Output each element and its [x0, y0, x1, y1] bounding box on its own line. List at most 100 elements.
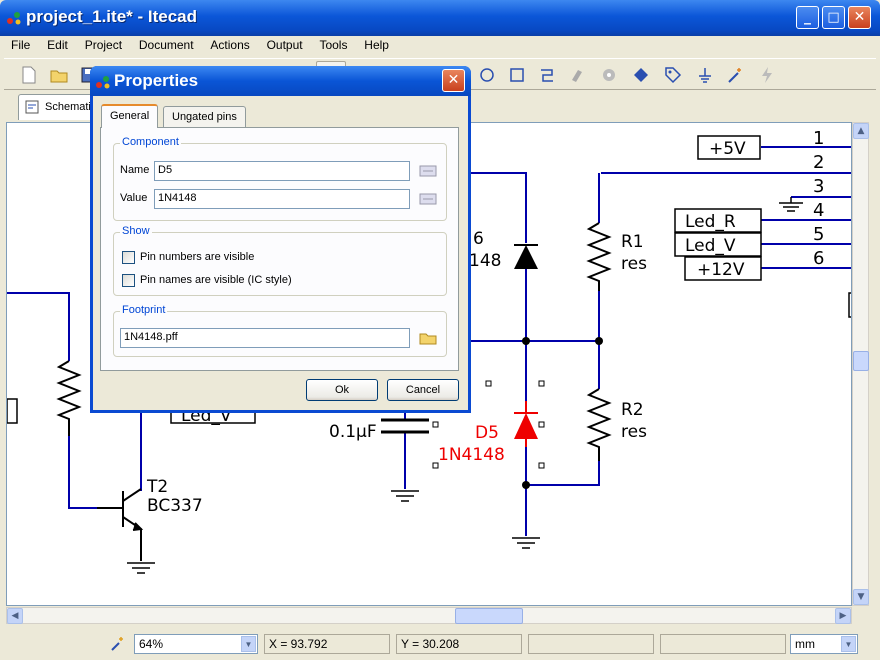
status-field-empty-2 [660, 634, 786, 654]
tab-schematic[interactable]: Schematic [18, 94, 100, 120]
menu-tools[interactable]: Tools [319, 38, 348, 52]
net-label-led-v[interactable]: Led_V [685, 236, 736, 256]
dialog-body: General Ungated pins Component Name D5 V… [93, 96, 468, 410]
window-title: project_1.ite* - Itecad [26, 7, 198, 26]
resistor-r1[interactable] [586, 222, 612, 291]
horizontal-scrollbar[interactable]: ◀ ▶ [6, 607, 852, 624]
circle-tool-icon[interactable] [478, 66, 496, 84]
bolt-icon[interactable] [758, 66, 776, 84]
close-button[interactable]: ✕ [848, 6, 871, 29]
folder-icon[interactable] [418, 330, 438, 346]
ground-symbol-t2 [127, 562, 155, 574]
component-group-label: Component [120, 136, 181, 148]
pin-6: 6 [813, 248, 824, 269]
t2-ref: T2 [146, 477, 168, 497]
pin-numbers-checkbox[interactable] [122, 251, 135, 264]
transistor-t2[interactable] [97, 488, 144, 561]
diode-d5-selected[interactable] [514, 401, 538, 447]
maximize-button[interactable]: □ [822, 6, 845, 29]
t2-value: BC337 [147, 496, 203, 516]
menu-output[interactable]: Output [266, 38, 303, 52]
status-bar: 64% ▼ X = 93.792 Y = 30.208 mm ▼ [4, 630, 876, 658]
zoom-value: 64% [139, 637, 164, 651]
pin-names-label[interactable]: Pin names are visible (IC style) [140, 274, 292, 286]
unit-value: mm [795, 637, 815, 651]
y-coordinate: Y = 30.208 [396, 634, 522, 654]
itecad-app-icon [96, 76, 110, 89]
itecad-app-icon [7, 12, 21, 25]
diode-top[interactable] [514, 244, 538, 269]
scroll-left-arrow-icon[interactable]: ◀ [7, 608, 23, 624]
r2-ref: R2 [621, 400, 644, 420]
show-group: Show Pin numbers are visible Pin names a… [113, 225, 447, 296]
scroll-down-arrow-icon[interactable]: ▼ [853, 589, 869, 605]
dialog-close-button[interactable]: ✕ [442, 69, 465, 92]
diode-top-value: 148 [469, 251, 501, 271]
pin-numbers-label[interactable]: Pin numbers are visible [140, 251, 255, 263]
menu-edit[interactable]: Edit [47, 38, 68, 52]
net-label-plus12v[interactable]: +12V [697, 260, 745, 280]
footprint-group: Footprint 1N4148.pff [113, 304, 447, 357]
menu-file[interactable]: File [11, 38, 31, 52]
junctions [522, 337, 603, 489]
unit-select[interactable]: mm ▼ [790, 634, 858, 654]
pin-3: 3 [813, 176, 824, 197]
vertical-scroll-thumb[interactable] [853, 351, 869, 371]
horizontal-scroll-thumb[interactable] [455, 608, 523, 624]
scroll-up-arrow-icon[interactable]: ▲ [853, 123, 869, 139]
ok-button[interactable]: Ok [306, 379, 378, 401]
footprint-field[interactable]: 1N4148.pff [120, 328, 410, 348]
properties-dialog: Properties ✕ General Ungated pins Compon… [90, 66, 471, 413]
d5-ref: D5 [475, 423, 499, 443]
pad-tool-icon[interactable] [600, 66, 618, 84]
vertical-scrollbar[interactable]: ▲ ▼ [852, 122, 869, 606]
value-field[interactable]: 1N4148 [154, 189, 410, 209]
x-coordinate: X = 93.792 [264, 634, 390, 654]
pin-1: 1 [813, 128, 824, 149]
r1-ref: R1 [621, 232, 644, 252]
value-label: Value [120, 192, 148, 204]
tab-schematic-label: Schematic [45, 101, 97, 113]
component-tool-icon[interactable] [632, 66, 650, 84]
ground-symbol-connector [779, 197, 803, 212]
label-tool-icon[interactable] [664, 66, 682, 84]
value-edit-icon[interactable] [418, 191, 438, 207]
cancel-button[interactable]: Cancel [387, 379, 459, 401]
tab-ungated-pins[interactable]: Ungated pins [163, 106, 246, 128]
menu-help[interactable]: Help [364, 38, 389, 52]
wire-tool-icon[interactable] [538, 66, 556, 84]
resistor-left[interactable] [56, 360, 82, 436]
zoom-select[interactable]: 64% ▼ [134, 634, 258, 654]
dialog-title: Properties [114, 71, 199, 90]
title-bar[interactable]: project_1.ite* - Itecad _ □ ✕ [0, 0, 880, 36]
zoom-tool-icon[interactable] [110, 636, 126, 652]
resistor-r2[interactable] [586, 388, 612, 461]
net-label-led-r[interactable]: Led_R [685, 212, 736, 232]
menu-bar: File Edit Project Document Actions Outpu… [4, 36, 876, 56]
net-label-plus5v[interactable]: +5V [709, 139, 746, 159]
chevron-down-icon[interactable]: ▼ [841, 636, 856, 652]
d5-value: 1N4148 [438, 445, 505, 465]
scroll-right-arrow-icon[interactable]: ▶ [835, 608, 851, 624]
name-edit-icon[interactable] [418, 163, 438, 179]
pin-names-checkbox[interactable] [122, 274, 135, 287]
magic-wand-icon[interactable] [726, 66, 744, 84]
dialog-title-bar[interactable]: Properties ✕ [90, 66, 471, 96]
menu-project[interactable]: Project [84, 38, 123, 52]
tab-general[interactable]: General [101, 104, 159, 128]
name-field[interactable]: D5 [154, 161, 410, 181]
chevron-down-icon[interactable]: ▼ [241, 636, 256, 652]
minimize-button[interactable]: _ [796, 6, 819, 29]
ground-tool-icon[interactable] [696, 66, 714, 84]
r1-value: res [621, 254, 647, 274]
pin-2: 2 [813, 152, 824, 173]
new-icon[interactable] [20, 66, 38, 84]
menu-document[interactable]: Document [138, 38, 194, 52]
pin-tool-icon[interactable] [568, 66, 586, 84]
menu-actions[interactable]: Actions [210, 38, 250, 52]
open-icon[interactable] [50, 66, 68, 84]
capacitor[interactable] [381, 418, 429, 434]
rectangle-tool-icon[interactable] [508, 66, 526, 84]
cap-value: 0.1µF [329, 422, 377, 442]
show-group-label: Show [120, 225, 152, 237]
